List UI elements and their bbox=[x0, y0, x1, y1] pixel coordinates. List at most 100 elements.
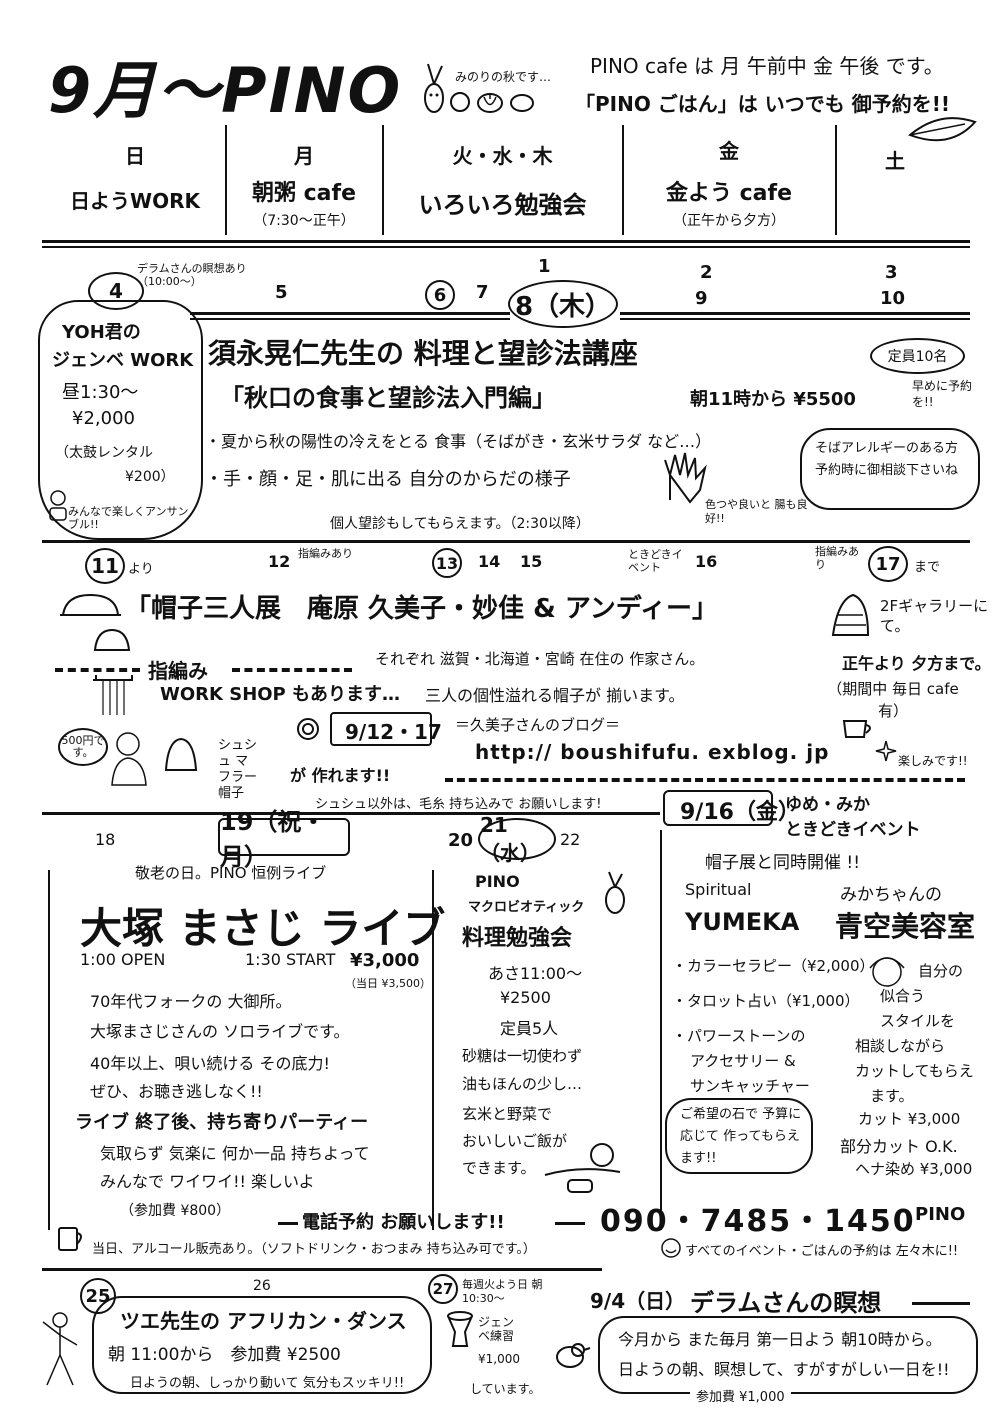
macro-d3: 玄米と野菜で bbox=[462, 1105, 553, 1123]
meditation-fee: 参加費 ¥1,000 bbox=[690, 1386, 791, 1405]
yoh-line2: ジェンベ WORK bbox=[52, 350, 194, 371]
fri-title: 金よう cafe bbox=[665, 181, 793, 206]
service-2: ・タロット占い（¥1,000） bbox=[672, 992, 860, 1010]
hand-note: 色つや良いと 腸も良好!! bbox=[705, 498, 808, 525]
mon-sub: （7:30〜正午） bbox=[253, 213, 355, 229]
date-range-box bbox=[330, 712, 432, 746]
live-price: ¥3,000 bbox=[350, 950, 420, 971]
yoh-line6: ¥200） bbox=[125, 469, 175, 485]
live-desc2: 大塚まさじさんの ソロライブです。 bbox=[90, 1022, 350, 1041]
day-sun: 日 bbox=[125, 144, 145, 168]
salon-title: 青空美容室 bbox=[835, 910, 976, 943]
party-line2: みんなで ワイワイ!! 楽しいよ bbox=[100, 1172, 315, 1191]
weekly-note: 毎週火よう日 朝10:30〜 bbox=[462, 1278, 543, 1305]
lecture-time: 朝11時から ¥5500 bbox=[690, 389, 856, 410]
dance-box bbox=[92, 1296, 432, 1394]
bird-icon bbox=[556, 1343, 591, 1368]
date-10: 10 bbox=[880, 288, 906, 309]
service-3c: サンキャッチャー bbox=[690, 1077, 810, 1095]
fri-sub: （正午から夕方） bbox=[673, 213, 785, 229]
live-desc4: ぜひ、お聴き逃しなく!! bbox=[90, 1082, 263, 1101]
hat-icon bbox=[60, 593, 121, 616]
yoh-footer: みんなで楽しくアンサンブル!! bbox=[68, 505, 189, 531]
meditation-title: デラムさんの瞑想 bbox=[690, 1289, 882, 1317]
date-13-circle: 13 bbox=[432, 548, 462, 578]
gallery-note: 2Fギャラリーにて。 bbox=[880, 597, 989, 635]
date-14: 14 bbox=[478, 552, 501, 571]
salon-m5: カットしてもらえ bbox=[855, 1062, 974, 1080]
price-bubble: 500円です。 bbox=[58, 728, 108, 766]
macro-label: マクロビオティック bbox=[468, 900, 585, 915]
date-22: 22 bbox=[560, 830, 581, 849]
stone-note: ご希望の石で 予算に応じて 作ってもらえます!! bbox=[680, 1107, 802, 1166]
period-cafe: （期間中 毎日 cafe有） bbox=[827, 680, 959, 720]
meditation-line1: 今月から また毎月 第一日よう 朝10時から。 bbox=[618, 1330, 942, 1349]
lecture-item1: ・夏から秋の陽性の冷えをとる 食事（そばがき・玄米サラダ など…） bbox=[205, 432, 712, 451]
date-6-circle: 6 bbox=[425, 280, 455, 310]
macro-title: 料理勉強会 bbox=[462, 926, 573, 951]
sparkle-icon bbox=[875, 740, 897, 762]
hours-note: 正午より 夕方まで。 bbox=[842, 654, 991, 673]
date-7: 7 bbox=[476, 282, 489, 303]
phone-label: 電話予約 お願いします!! bbox=[302, 1212, 505, 1233]
live-open: 1:00 OPEN bbox=[80, 950, 166, 969]
date-27-circle: 27 bbox=[428, 1274, 458, 1304]
macro-d4: おいしいご飯が bbox=[462, 1132, 568, 1150]
leaf-icon bbox=[908, 117, 977, 142]
capacity-text: 定員10名 bbox=[887, 349, 948, 365]
stone-note-box bbox=[665, 1098, 813, 1174]
all-events-note: すべてのイベント・ごはんの予約は 左々木に!! bbox=[685, 1244, 959, 1259]
tue-thu-title: いろいろ勉強会 bbox=[418, 191, 587, 219]
phone-number[interactable]: 090・7485・1450 bbox=[600, 1204, 916, 1239]
date-21: 21（水） bbox=[480, 812, 540, 865]
dance-note: 日ようの朝、しっかり動いて 気分もスッキリ!! bbox=[130, 1376, 405, 1391]
yoh-line3: 昼1:30〜 bbox=[62, 382, 139, 403]
coffee-cup-icon bbox=[842, 720, 871, 738]
macro-d2: 油もほんの少し… bbox=[462, 1075, 583, 1093]
exhibit-title: 「帽子三人展 庵原 久美子・妙佳 & アンディー」 bbox=[125, 594, 718, 624]
date-5: 5 bbox=[275, 282, 288, 303]
dance-title: ツエ先生の アフリカン・ダンス bbox=[120, 1309, 407, 1333]
meditation-date: 9/4（日） bbox=[590, 1289, 686, 1313]
salon-m1: 自分の bbox=[918, 962, 964, 980]
enjoy-note: 楽しみです!! bbox=[898, 754, 968, 768]
macro-time: あさ11:00〜 bbox=[488, 964, 583, 983]
day-tue-thu: 火・水・木 bbox=[452, 144, 553, 168]
date-18: 18 bbox=[95, 830, 116, 849]
cut-price: カット ¥3,000 bbox=[858, 1110, 961, 1128]
date-15: 15 bbox=[520, 552, 543, 571]
macro-pino: PINO bbox=[475, 872, 520, 891]
macro-d5: できます。 bbox=[462, 1159, 536, 1177]
keiro-note: 敬老の日。PINO 恒例ライブ bbox=[135, 864, 327, 882]
date-3: 3 bbox=[885, 262, 898, 283]
live-desc1: 70年代フォークの 大御所。 bbox=[90, 992, 292, 1011]
yarn-icon bbox=[93, 675, 133, 715]
djembe-label: ジェンベ練習 bbox=[478, 1315, 515, 1343]
workshop-note: WORK SHOP もあります… bbox=[160, 684, 401, 705]
macro-capacity: 定員5人 bbox=[500, 1019, 559, 1038]
blog-label: ＝久美子さんのブログ＝ bbox=[455, 716, 621, 734]
dance-time: 朝 11:00から 参加費 ¥2500 bbox=[108, 1345, 341, 1365]
date-4-circle: 4 bbox=[88, 272, 144, 310]
macro-d1: 砂糖は一切使わず bbox=[462, 1047, 583, 1065]
date-27: 27 bbox=[432, 1280, 454, 1298]
live-start: 1:30 START bbox=[245, 950, 336, 969]
page-title: 9月〜PINO bbox=[48, 54, 403, 127]
woman-face-icon bbox=[869, 957, 905, 987]
tagline: みのりの秋です… bbox=[455, 70, 552, 84]
artists-note: それぞれ 滋賀・北海道・宮崎 在住の 作家さん。 bbox=[375, 650, 705, 668]
salon-m3: スタイルを bbox=[880, 1012, 956, 1030]
macro-price: ¥2500 bbox=[500, 988, 551, 1007]
blog-url[interactable]: http:// boushifufu. exblog. jp bbox=[475, 740, 830, 764]
date-8: 8（木） bbox=[514, 291, 612, 322]
cafe-note: PINO cafe は 月 午前中 金 午後 です。 bbox=[590, 54, 944, 78]
sprout-figure-icon-2 bbox=[605, 871, 625, 914]
items-list: シュシュ マフラー 帽子 bbox=[218, 738, 258, 801]
reserve-note: 「PINO ごはん」は いつでも 御予約を!! bbox=[575, 92, 950, 116]
salon-m2: 似合う bbox=[880, 987, 926, 1005]
date-range: 9/12・17 bbox=[345, 720, 442, 744]
simul-note: 帽子展と同時開催 !! bbox=[705, 853, 861, 873]
djembe-note: しています。 bbox=[470, 1382, 541, 1396]
service-3b: アクセサリー & bbox=[690, 1052, 796, 1070]
date-17-circle: 17 bbox=[868, 546, 908, 582]
